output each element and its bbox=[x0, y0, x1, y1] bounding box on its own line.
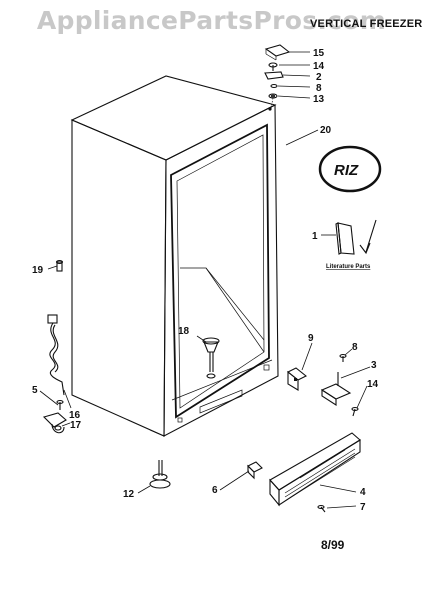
callout-label: 18 bbox=[178, 326, 190, 337]
callout-label: 17 bbox=[70, 420, 82, 431]
callout-label: 5 bbox=[32, 385, 38, 396]
callout-label: 4 bbox=[360, 487, 366, 498]
callout-label: 3 bbox=[371, 360, 377, 371]
callout-label: 19 bbox=[32, 265, 44, 276]
callout-label: 12 bbox=[123, 489, 135, 500]
leveling-leg-part bbox=[202, 337, 220, 379]
leveling-foot-part bbox=[149, 460, 171, 489]
literature-label: Literature Parts bbox=[326, 264, 371, 270]
callout-label: 20 bbox=[320, 125, 332, 136]
callout-label: 1 bbox=[312, 231, 318, 242]
revision-date: 8/99 bbox=[321, 538, 345, 552]
callout-label: 14 bbox=[313, 61, 325, 72]
cord-clamp-part bbox=[42, 412, 67, 434]
callout-label: 15 bbox=[313, 48, 325, 59]
grille-screw-part bbox=[317, 504, 326, 513]
brand-logo: RIZ bbox=[318, 145, 382, 193]
top-hinge-parts bbox=[264, 44, 291, 109]
plug-button-part bbox=[55, 259, 64, 272]
callout-label: 13 bbox=[313, 94, 325, 105]
bottom-hinge-parts bbox=[286, 353, 359, 417]
grille-clip-part bbox=[247, 461, 263, 480]
callout-label: 8 bbox=[316, 83, 322, 94]
callout-label: 8 bbox=[352, 342, 358, 353]
callout-label: 6 bbox=[212, 485, 218, 496]
callout-labels: 15 14 2 8 13 20 1 19 18 9 8 3 14 5 16 17… bbox=[32, 48, 379, 513]
leader-lines bbox=[39, 51, 371, 509]
power-cord-part bbox=[47, 314, 65, 396]
toe-grille-part bbox=[269, 432, 361, 507]
callout-label: 16 bbox=[69, 410, 81, 421]
callout-label: 2 bbox=[316, 72, 322, 83]
callout-label: 14 bbox=[367, 379, 379, 390]
screw-5-part bbox=[56, 399, 64, 410]
diagram-heading: VERTICAL FREEZER bbox=[310, 18, 423, 30]
brand-logo-text: RIZ bbox=[334, 162, 359, 179]
callout-label: 9 bbox=[308, 333, 314, 344]
callout-label: 7 bbox=[360, 502, 366, 513]
literature-parts: Literature Parts bbox=[326, 219, 377, 270]
cabinet-illustration bbox=[70, 75, 279, 437]
watermark-text: AppliancePartsPros.com bbox=[36, 6, 387, 35]
